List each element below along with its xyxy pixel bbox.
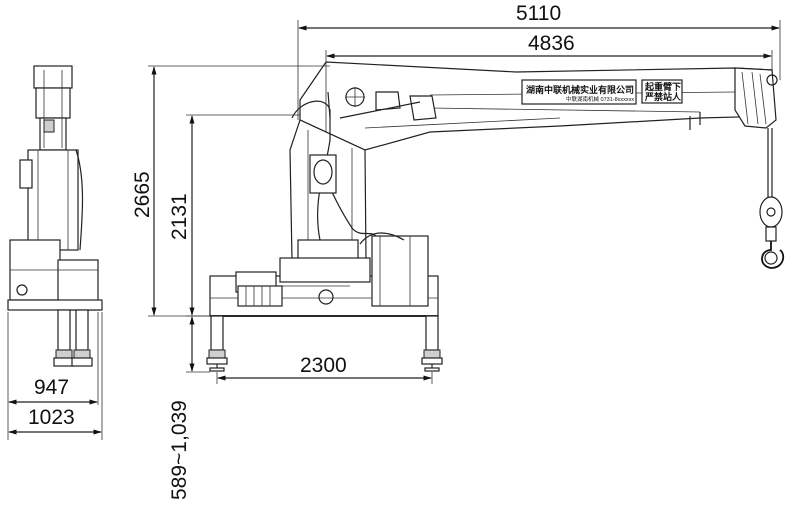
- warning-sign-line1: 起重臂下: [644, 81, 681, 92]
- nameplate-contact: 中联湖南机械 0731-8xxxxxx: [566, 95, 634, 103]
- dim-boom-length: 4836: [528, 32, 575, 55]
- nameplate: 湖南中联机械实业有限公司 中联湖南机械 0731-8xxxxxx: [521, 79, 637, 105]
- dim-outrigger-span: 2300: [300, 354, 347, 377]
- dimension-lines: 5110 4836 2665 2131 2300 589~1,039 947: [7, 2, 781, 500]
- nameplate-company: 湖南中联机械实业有限公司: [526, 84, 634, 95]
- hook: [759, 128, 785, 269]
- dim-column-height: 2131: [168, 193, 191, 240]
- dim-overall-length: 5110: [516, 2, 561, 25]
- dim-inner-width: 947: [34, 376, 69, 399]
- outrigger-right: [421, 315, 443, 372]
- side-view: 湖南中联机械实业有限公司 中联湖南机械 0731-8xxxxxx 起重臂下 严禁…: [206, 61, 785, 372]
- warning-sign: 起重臂下 严禁站人: [641, 79, 683, 104]
- boom: [299, 61, 778, 151]
- warning-sign-line2: 严禁站人: [644, 91, 682, 102]
- front-view: [7, 65, 103, 367]
- dim-total-height: 2665: [131, 171, 154, 218]
- column: [289, 91, 377, 263]
- base: [209, 232, 439, 317]
- dim-outer-width: 1023: [28, 406, 75, 429]
- outrigger-left: [206, 315, 228, 372]
- dim-outrigger-range: 589~1,039: [168, 400, 191, 500]
